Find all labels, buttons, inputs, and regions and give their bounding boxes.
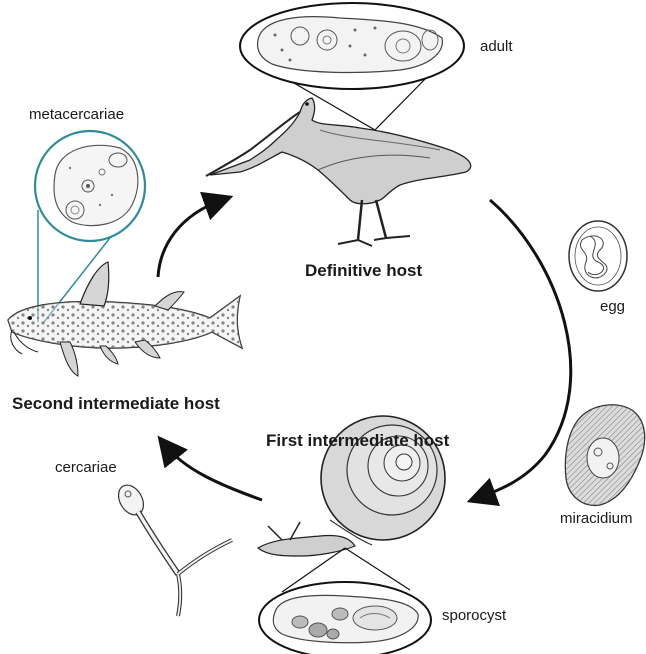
catfish-icon xyxy=(8,262,242,376)
second-intermediate-host-label: Second intermediate host xyxy=(12,395,220,412)
arrow-host-to-egg xyxy=(478,200,571,498)
sporocyst-label: sporocyst xyxy=(442,608,506,623)
metacercaria-cyst-icon xyxy=(54,145,138,225)
egg-label: egg xyxy=(600,299,625,314)
egg-icon xyxy=(569,221,627,291)
miracidium-icon xyxy=(565,405,644,506)
cercaria-icon xyxy=(113,481,232,616)
miracidium-label: miracidium xyxy=(560,511,633,526)
sporocyst-body-icon xyxy=(273,595,418,642)
arrow-fish-to-host xyxy=(158,200,222,277)
definitive-host-label: Definitive host xyxy=(305,262,422,279)
sporocyst-callout xyxy=(259,548,431,654)
arrow-snail-to-fish xyxy=(165,445,262,500)
heron-icon xyxy=(206,98,471,246)
metacercariae-label: metacercariae xyxy=(29,107,124,122)
adult-label: adult xyxy=(480,39,513,54)
adult-callout xyxy=(240,3,464,130)
cercariae-label: cercariae xyxy=(55,460,117,475)
first-intermediate-host-label: First intermediate host xyxy=(266,432,449,449)
